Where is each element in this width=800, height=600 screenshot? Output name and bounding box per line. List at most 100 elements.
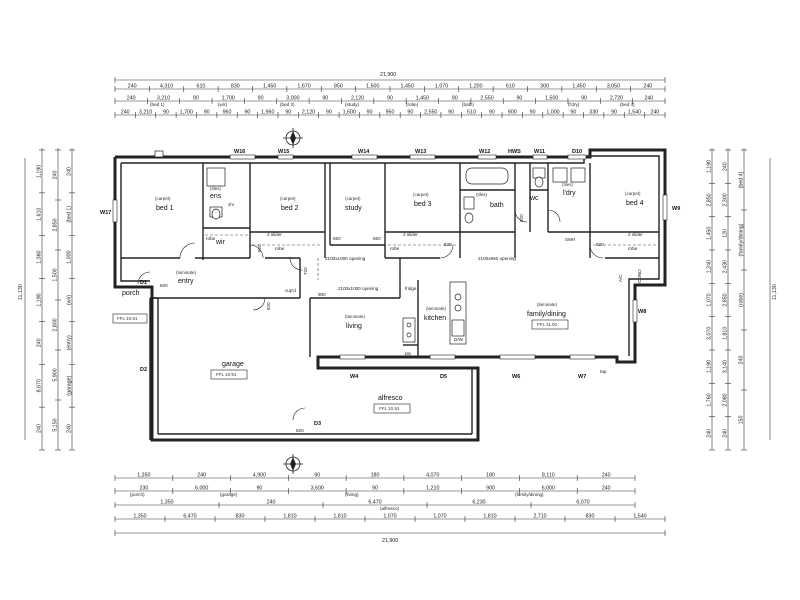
dim-label: (bed 4) xyxy=(620,102,635,107)
alfresco-label: alfresco xyxy=(378,395,403,402)
dimension-value: 90 xyxy=(516,96,522,102)
ldry-floor: (tiles) xyxy=(562,182,574,187)
opening-label: 2100x1000 opening xyxy=(325,256,366,261)
opening-label: 2100x950 opening xyxy=(478,256,516,261)
dimension-value: 1,000 xyxy=(67,250,73,263)
dimension-value: 2,800 xyxy=(53,318,59,331)
dimension-value: 1,070 xyxy=(433,514,446,520)
dimension-value: 90 xyxy=(530,110,536,116)
window-tag: W4 xyxy=(350,374,359,380)
dimension-value: 3,140 xyxy=(723,360,729,373)
window-tag: W12 xyxy=(479,149,490,155)
dimension-value: 1,200 xyxy=(469,84,482,90)
window-tag: W6 xyxy=(512,374,520,380)
dimension-value: 2,430 xyxy=(723,260,729,273)
dimension-value: 2,850 xyxy=(723,293,729,306)
bed1-floor: (carpet) xyxy=(155,196,171,201)
dimension-value: 1,350 xyxy=(133,514,146,520)
dimension-value: (family/dining) xyxy=(739,223,745,256)
dimension-value: 90 xyxy=(489,110,495,116)
dimension-value: 1,190 xyxy=(707,360,713,373)
dimension-value: 2,850 xyxy=(53,218,59,231)
dimension-value: 90 xyxy=(581,96,587,102)
dimension-value: 2,850 xyxy=(707,193,713,206)
dimension-value: 1,070 xyxy=(435,84,448,90)
ens-floor: (tiles) xyxy=(210,186,222,191)
bed3-label: bed 3 xyxy=(414,201,432,208)
dimension-value: 2,120 xyxy=(351,96,364,102)
porch-ffl: FFL 10.91 xyxy=(117,316,138,321)
dimension-value: 1,450 xyxy=(707,227,713,240)
door-width: 820 xyxy=(596,242,604,247)
fridge-label: fridge xyxy=(405,286,417,291)
dimension-value: 1,500 xyxy=(545,96,558,102)
living-floor: (laminate) xyxy=(345,314,366,319)
dimension-value: 240 xyxy=(197,473,206,479)
entry-label: entry xyxy=(178,278,194,285)
family-ffl: FFL 11.00 xyxy=(537,322,558,327)
dimension-value: 1,500 xyxy=(53,268,59,281)
dimension-value: 830 xyxy=(236,514,245,520)
door-width: 820 xyxy=(266,302,271,310)
dimension-value: (bed 4) xyxy=(739,171,745,188)
dimension-value: 1,760 xyxy=(707,393,713,406)
dimension-value: 240 xyxy=(267,500,276,506)
window-tag: W8 xyxy=(638,309,646,315)
dimension-value: 240 xyxy=(37,338,43,347)
dimension-value: 5,150 xyxy=(53,418,59,431)
dimension-value: 150 xyxy=(739,416,745,425)
dimension-value: 90 xyxy=(448,110,454,116)
dimension-value: 90 xyxy=(256,486,262,492)
dimension-value: 1,960 xyxy=(261,110,274,116)
dimension-value: 180 xyxy=(486,473,495,479)
dimension-value: (bed 1) xyxy=(67,206,73,223)
window-tag: W16 xyxy=(234,149,245,155)
window-tag: D1 xyxy=(140,280,147,286)
dimension-value: 610 xyxy=(197,84,206,90)
dimension-value: 1,600 xyxy=(343,110,356,116)
dim-label: (bed 2) xyxy=(280,102,295,107)
dimension-value: 1,190 xyxy=(707,160,713,173)
window-tag: W15 xyxy=(278,149,289,155)
dimension-value: 2,710 xyxy=(533,514,546,520)
dimension-value: 90 xyxy=(387,96,393,102)
tap-label: tap xyxy=(600,369,607,374)
ac-label: A/C xyxy=(618,274,623,282)
window-tag: W13 xyxy=(415,149,426,155)
dimension-value: (garage) xyxy=(67,375,73,395)
door-width: 820 xyxy=(296,428,304,433)
cupboard-label: cup'd xyxy=(285,288,296,293)
dimension-value: 1,540 xyxy=(633,514,646,520)
overall-width-bottom: 21,900 xyxy=(382,538,398,544)
door-width: 820 xyxy=(444,242,452,247)
dim-label: (alfresco) xyxy=(380,506,400,511)
family-floor: (laminate) xyxy=(537,302,558,307)
dimension-value: 1,360 xyxy=(37,250,43,263)
dimension-value: 240 xyxy=(650,110,659,116)
dimension-value: 3,210 xyxy=(139,110,152,116)
dimension-value: 1,810 xyxy=(333,514,346,520)
slider-label: 2 slider xyxy=(267,232,282,237)
opening-label: 2100x1000 opening xyxy=(338,286,379,291)
dimension-value: 1,810 xyxy=(283,514,296,520)
dimension-value: 1,700 xyxy=(222,96,235,102)
window-tag: W7 xyxy=(578,374,586,380)
window-tag: D10 xyxy=(572,149,582,155)
smh-label: SMH xyxy=(565,237,575,242)
living-label: living xyxy=(346,323,362,330)
dim-label: (garage) xyxy=(220,492,238,497)
dim-label: (bath) xyxy=(462,102,474,107)
door-swings xyxy=(137,209,604,421)
dimension-value: 1,000 xyxy=(546,110,559,116)
dimension-value: 2,300 xyxy=(723,193,729,206)
dimension-value: 240 xyxy=(67,167,73,176)
dimension-value: 1,810 xyxy=(723,327,729,340)
dim-label: (living) xyxy=(345,492,359,497)
bed4-floor: (carpet) xyxy=(625,191,641,196)
dimension-value: 6,000 xyxy=(542,486,555,492)
dimension-value: 2,720 xyxy=(610,96,623,102)
dimension-value: 240 xyxy=(53,171,59,180)
pantry-label: pty xyxy=(405,351,412,356)
